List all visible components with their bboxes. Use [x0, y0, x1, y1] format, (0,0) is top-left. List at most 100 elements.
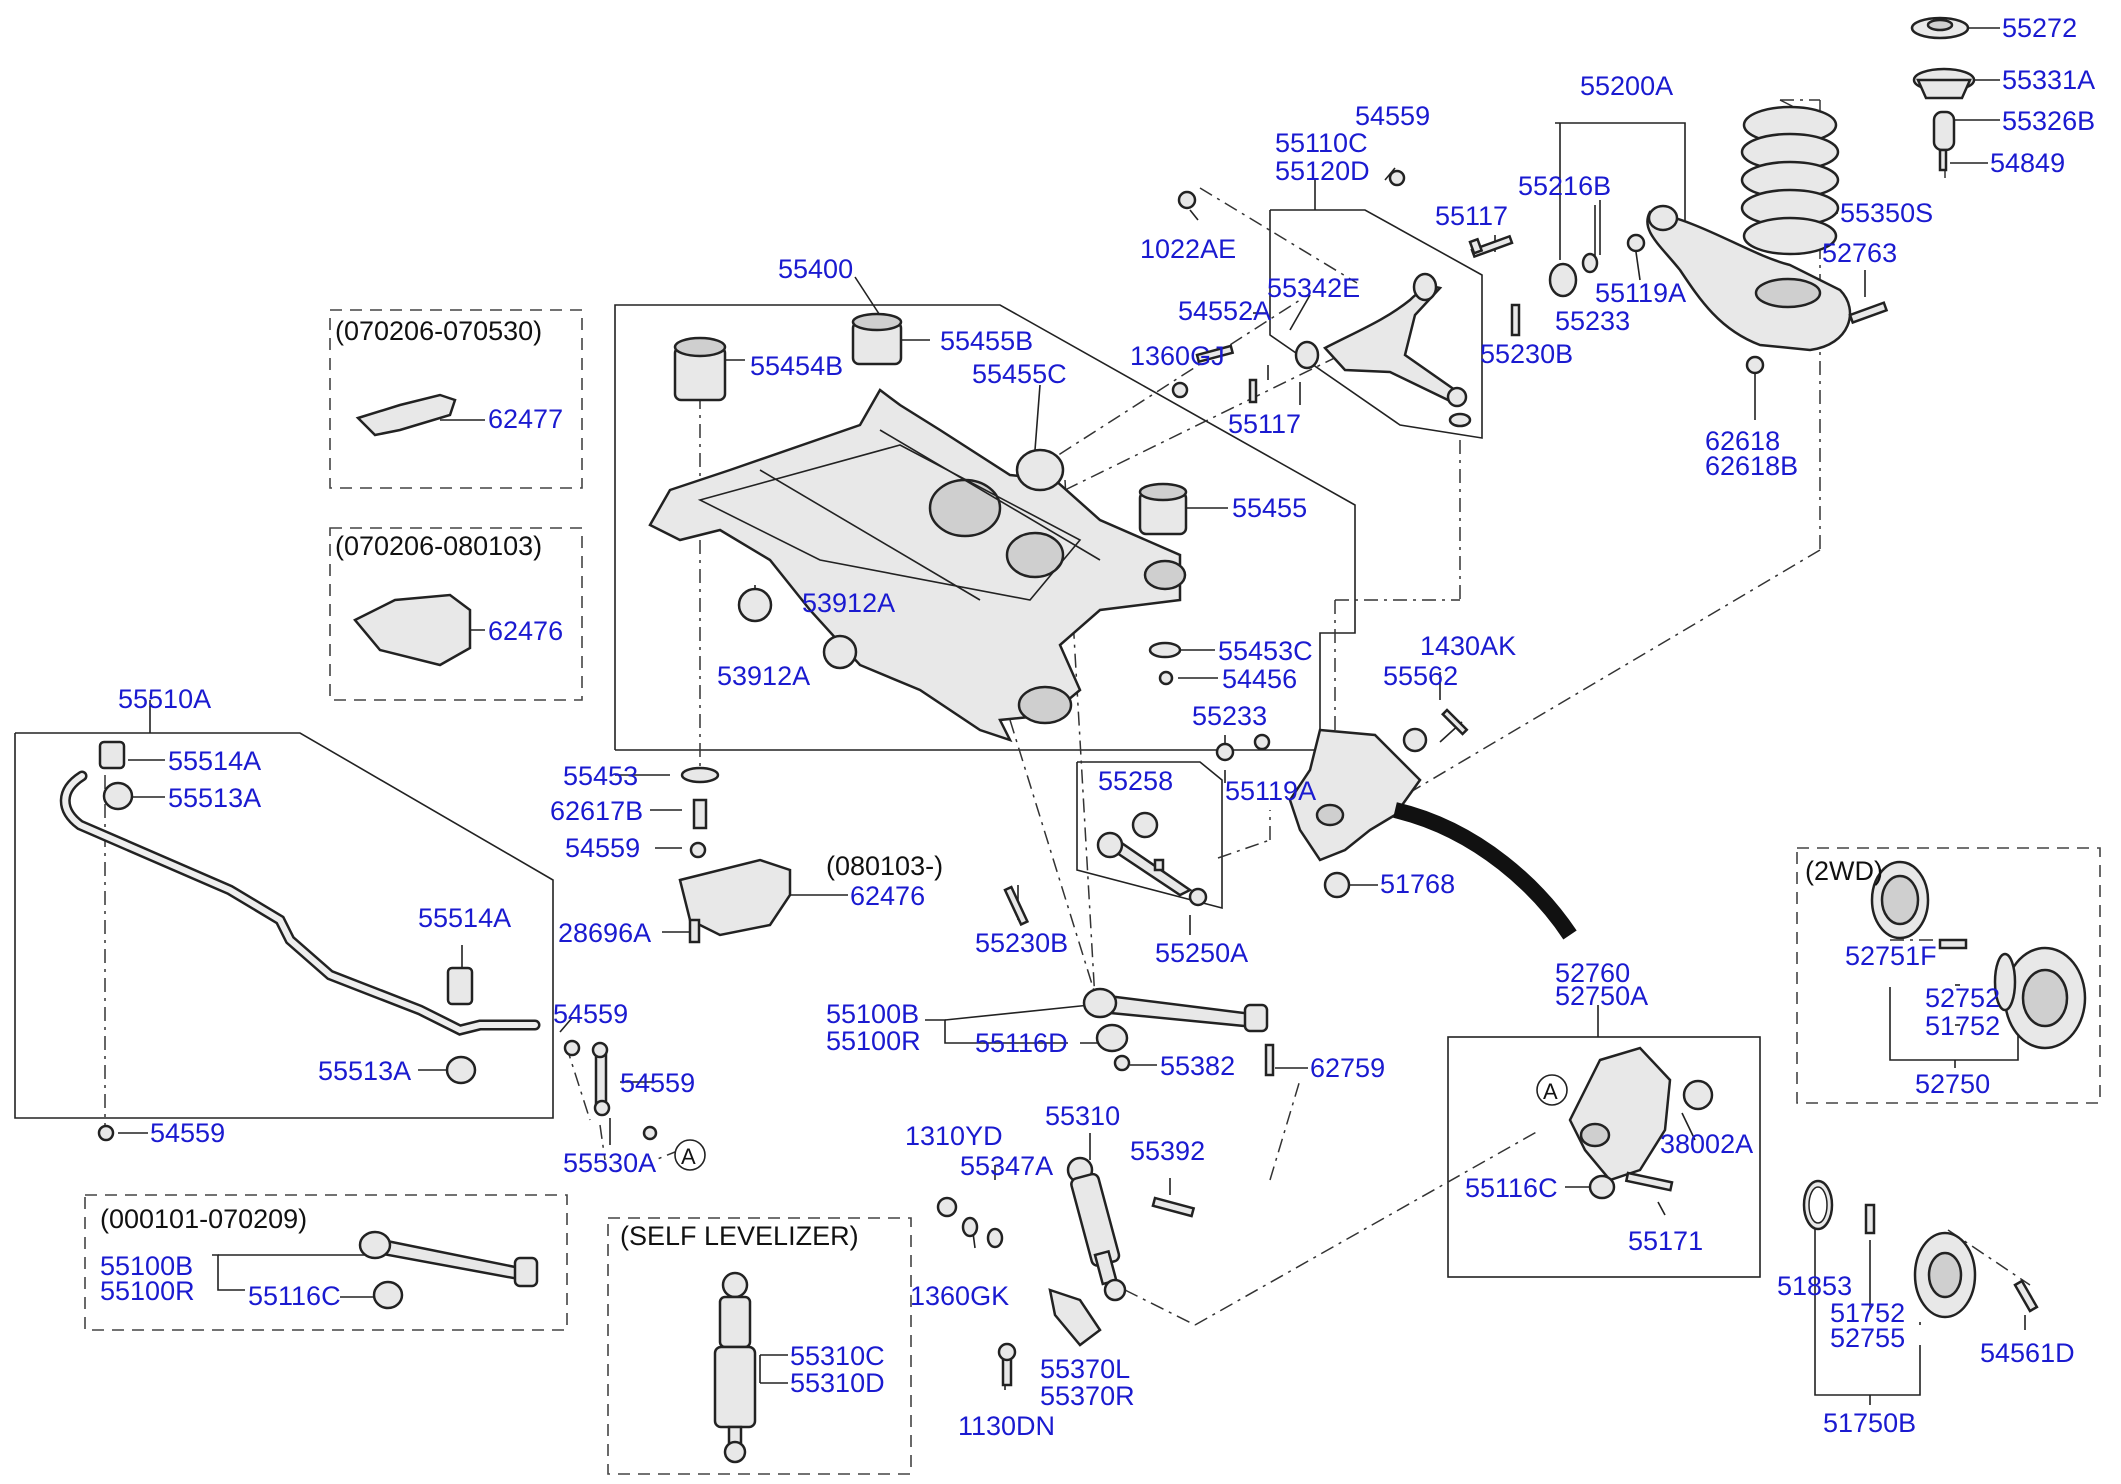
label-55310C: 55310C: [790, 1341, 885, 1371]
leader-lines: [118, 27, 2026, 1405]
self-levelizer-shock: [713, 1271, 757, 1464]
label-1430AK: 1430AK: [1420, 631, 1516, 661]
label-55400: 55400: [778, 254, 853, 284]
label-55200A: 55200A: [1580, 71, 1673, 101]
label-55530A: 55530A: [563, 1148, 656, 1178]
label-55100B: 55100B: [826, 999, 919, 1029]
label-55119A-mid: 55119A: [1225, 776, 1316, 806]
label-52750A: 52750A: [1555, 981, 1648, 1011]
label-55116C-lower: 55116C: [248, 1281, 341, 1311]
label-62759: 62759: [1310, 1053, 1385, 1083]
label-54559-mid: 54559: [565, 833, 640, 863]
label-55370R: 55370R: [1040, 1381, 1135, 1411]
parts: [59, 16, 2087, 1464]
label-55310: 55310: [1045, 1101, 1120, 1131]
label-54552A: 54552A: [1178, 296, 1271, 326]
marker-a-knuckle: A: [1543, 1079, 1558, 1104]
label-54559-top: 54559: [1355, 101, 1430, 131]
label-55454B: 55454B: [750, 351, 843, 381]
label-55100R: 55100R: [826, 1026, 921, 1056]
label-55326B: 55326B: [2002, 106, 2095, 136]
label-54561D: 54561D: [1980, 1338, 2075, 1368]
label-55350S: 55350S: [1840, 198, 1933, 228]
label-52760: 52760: [1555, 958, 1630, 988]
crossmember: [648, 388, 1187, 743]
label-55453C: 55453C: [1218, 636, 1313, 666]
label-62617B: 62617B: [550, 796, 643, 826]
label-55382: 55382: [1160, 1051, 1235, 1081]
label-55513A-mid: 55513A: [318, 1056, 411, 1086]
label-62476-lower: 62476: [850, 881, 925, 911]
part-labels: 55272 55331A 55326B 54849 55350S 52763 6…: [100, 13, 2095, 1441]
label-55258: 55258: [1098, 766, 1173, 796]
label-54559-bottom: 54559: [150, 1118, 225, 1148]
label-55216B: 55216B: [1518, 171, 1611, 201]
marker-a-link: A: [681, 1144, 696, 1169]
label-55120D: 55120D: [1275, 156, 1370, 186]
label-55116C-knuckle: 55116C: [1465, 1173, 1558, 1203]
label-62477: 62477: [488, 404, 563, 434]
label-55110C: 55110C: [1275, 128, 1368, 158]
label-62476-upper: 62476: [488, 616, 563, 646]
label-55514A-mid: 55514A: [418, 903, 511, 933]
label-54559-link-mid: 54559: [620, 1068, 695, 1098]
notes: (070206-070530) (070206-080103) (080103-…: [100, 316, 1883, 1251]
note-000101-070209: (000101-070209): [100, 1204, 307, 1234]
label-28696A: 28696A: [558, 918, 651, 948]
label-55233: 55233: [1555, 306, 1630, 336]
label-52751F: 52751F: [1845, 941, 1937, 971]
label-51750B: 51750B: [1823, 1408, 1916, 1438]
label-53912A-left: 53912A: [717, 661, 810, 691]
shock-absorber: [1066, 1156, 1127, 1302]
label-55272: 55272: [2002, 13, 2077, 43]
label-52750: 52750: [1915, 1069, 1990, 1099]
label-55100B-lower: 55100B: [100, 1251, 193, 1281]
label-51752: 51752: [1830, 1298, 1905, 1328]
label-1360GJ: 1360GJ: [1130, 341, 1225, 371]
label-1130DN: 1130DN: [958, 1411, 1055, 1441]
label-55310D: 55310D: [790, 1368, 885, 1398]
label-62618: 62618: [1705, 426, 1780, 456]
label-55514A-top: 55514A: [168, 746, 261, 776]
label-55392: 55392: [1130, 1136, 1205, 1166]
label-54849: 54849: [1990, 148, 2065, 178]
label-51853: 51853: [1777, 1271, 1852, 1301]
label-55455: 55455: [1232, 493, 1307, 523]
label-55510A: 55510A: [118, 684, 211, 714]
label-54456: 54456: [1222, 664, 1297, 694]
label-55117-mid: 55117: [1228, 409, 1301, 439]
label-55562: 55562: [1383, 661, 1458, 691]
label-62618B: 62618B: [1705, 451, 1798, 481]
label-1022AE: 1022AE: [1140, 234, 1236, 264]
label-55347A: 55347A: [960, 1151, 1053, 1181]
label-55233-mid: 55233: [1192, 701, 1267, 731]
label-52752: 52752: [1925, 983, 2000, 1013]
coil-spring: [1740, 105, 1840, 256]
label-51768: 51768: [1380, 869, 1455, 899]
note-070206-080103: (070206-080103): [335, 531, 542, 561]
label-52763: 52763: [1822, 238, 1897, 268]
label-55117-top: 55117: [1435, 201, 1508, 231]
label-55230B-mid: 55230B: [975, 928, 1068, 958]
note-self-levelizer: (SELF LEVELIZER): [620, 1221, 859, 1251]
label-55455B: 55455B: [940, 326, 1033, 356]
label-55370L: 55370L: [1040, 1354, 1130, 1384]
label-54559-link-top: 54559: [553, 999, 628, 1029]
label-55119A: 55119A: [1595, 278, 1686, 308]
label-55453: 55453: [563, 761, 638, 791]
label-55171: 55171: [1628, 1226, 1703, 1256]
label-51752-2wd: 51752: [1925, 1011, 2000, 1041]
label-53912A-right: 53912A: [802, 588, 895, 618]
label-55100R-lower: 55100R: [100, 1276, 195, 1306]
label-52755: 52755: [1830, 1323, 1905, 1353]
label-1360GK: 1360GK: [910, 1281, 1009, 1311]
label-55331A: 55331A: [2002, 65, 2095, 95]
label-55230B: 55230B: [1480, 339, 1573, 369]
label-38002A: 38002A: [1660, 1129, 1753, 1159]
label-55455C: 55455C: [972, 359, 1067, 389]
label-1310YD: 1310YD: [905, 1121, 1003, 1151]
label-55513A-top: 55513A: [168, 783, 261, 813]
note-070206-070530: (070206-070530): [335, 316, 542, 346]
label-55116D: 55116D: [975, 1028, 1068, 1058]
